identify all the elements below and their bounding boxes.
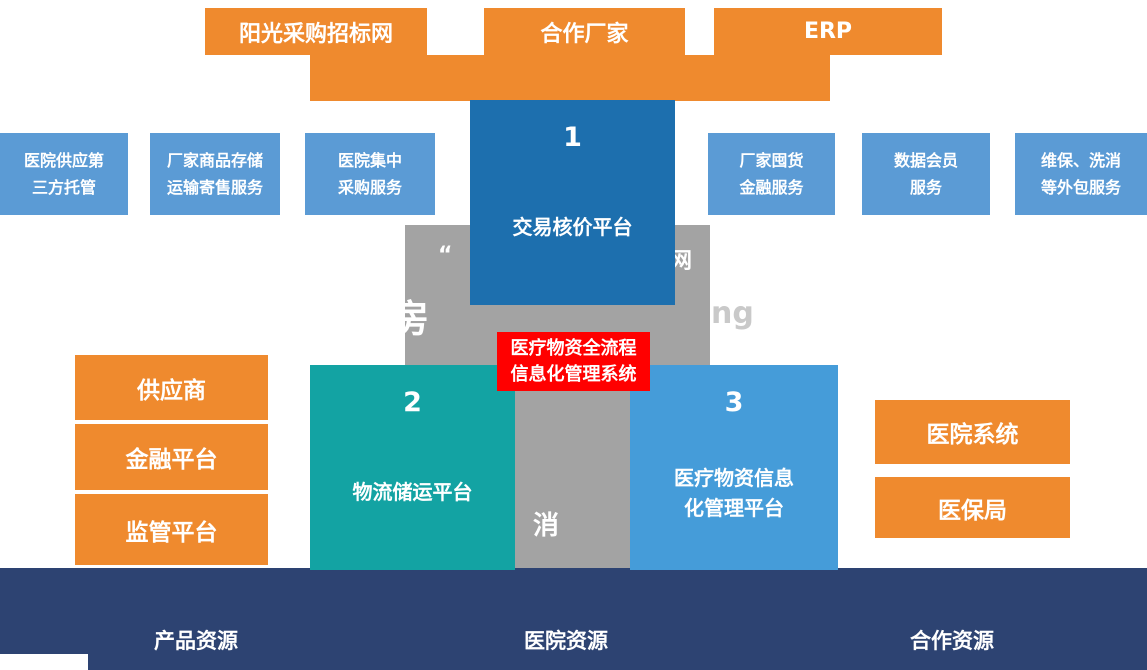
service-box-line: 三方托管 [31, 178, 96, 197]
service-box-line: 医院集中 [337, 150, 402, 170]
platform-label-line: 化管理平台 [684, 496, 784, 520]
top-node-label: ERP [803, 19, 853, 44]
service-box-centralized-procurement: 医院集中 采购服务 [305, 133, 435, 215]
center-banner-line: 医疗物资全流程 [510, 337, 637, 359]
left-node-finance-platform: 金融平台 [75, 424, 268, 490]
platform-label-line: 交易核价平台 [512, 215, 633, 239]
watermark-fragment: 房 [391, 297, 430, 341]
top-node-label: 阳光采购招标网 [238, 21, 393, 47]
platform-label: 物流储运平台 [310, 477, 515, 507]
watermark-fragment: “ [438, 243, 453, 268]
watermark-fragment: 网 [670, 249, 693, 274]
service-box-line: 维保、洗消 [1040, 150, 1121, 170]
left-node-label: 金融平台 [125, 447, 218, 473]
platform-number: 3 [724, 387, 744, 418]
service-box-line: 厂家商品存储 [166, 150, 263, 170]
left-node-supplier: 供应商 [75, 355, 268, 420]
platform-label: 医疗物资信息 化管理平台 [630, 463, 838, 523]
center-banner-whole-process-system: 医疗物资全流程 信息化管理系统 [497, 332, 650, 391]
service-box-line: 医院供应第 [23, 150, 104, 170]
service-box-data-membership: 数据会员 服务 [862, 133, 990, 215]
gray-logo-panel-column [515, 365, 630, 570]
top-node-partner-manufacturers: 合作厂家 [484, 8, 685, 55]
watermark-fragment: 消 [533, 511, 560, 541]
platform-label-line: 医疗物资信息 [674, 466, 794, 490]
top-node-sunshine-procurement: 阳光采购招标网 [205, 8, 427, 55]
left-node-supervision-platform: 监管平台 [75, 494, 268, 565]
bottom-bar-label-partner-resources: 合作资源 [910, 629, 994, 653]
service-box-line: 金融服务 [739, 178, 804, 197]
service-box-line: 采购服务 [337, 178, 402, 197]
service-box-maintenance-outsourcing: 维保、洗消 等外包服务 [1015, 133, 1147, 215]
service-box-line: 厂家囤货 [739, 150, 804, 170]
center-banner-line: 信息化管理系统 [510, 363, 637, 385]
platform-1-trade-pricing: 1 交易核价平台 [470, 100, 675, 305]
right-node-medical-insurance-bureau: 医保局 [875, 477, 1070, 538]
top-node-erp: ERP [714, 8, 942, 55]
top-node-label: 合作厂家 [540, 21, 629, 47]
service-box-storage-transport-consignment: 厂家商品存储 运输寄售服务 [150, 133, 280, 215]
platform-number: 1 [563, 122, 582, 153]
bottom-resources-bar [0, 568, 1147, 670]
service-box-line: 数据会员 [893, 150, 958, 170]
right-node-label: 医保局 [938, 497, 1007, 524]
left-node-label: 供应商 [137, 377, 206, 404]
platform-3-medical-info-management: 3 医疗物资信息 化管理平台 [630, 365, 838, 570]
platform-label-line: 物流储运平台 [352, 480, 473, 504]
bottom-bar-corner-notch [0, 654, 88, 670]
right-node-hospital-system: 医院系统 [875, 400, 1070, 464]
service-box-line: 服务 [909, 178, 942, 197]
service-box-stocking-finance: 厂家囤货 金融服务 [708, 133, 835, 215]
watermark-fragment: ng [711, 296, 754, 331]
bottom-bar-label-hospital-resources: 医院资源 [524, 629, 608, 653]
platform-2-logistics-storage: 2 物流储运平台 [310, 365, 515, 570]
platform-number: 2 [403, 387, 422, 418]
service-box-line: 等外包服务 [1040, 178, 1121, 197]
platform-label: 交易核价平台 [470, 212, 675, 242]
left-node-label: 监管平台 [125, 519, 218, 546]
bottom-bar-label-product-resources: 产品资源 [154, 629, 238, 653]
top-connector-band [310, 55, 830, 101]
service-box-line: 运输寄售服务 [166, 178, 263, 197]
service-box-hospital-supply-trusteeship: 医院供应第 三方托管 [0, 133, 128, 215]
right-node-label: 医院系统 [926, 422, 1019, 448]
